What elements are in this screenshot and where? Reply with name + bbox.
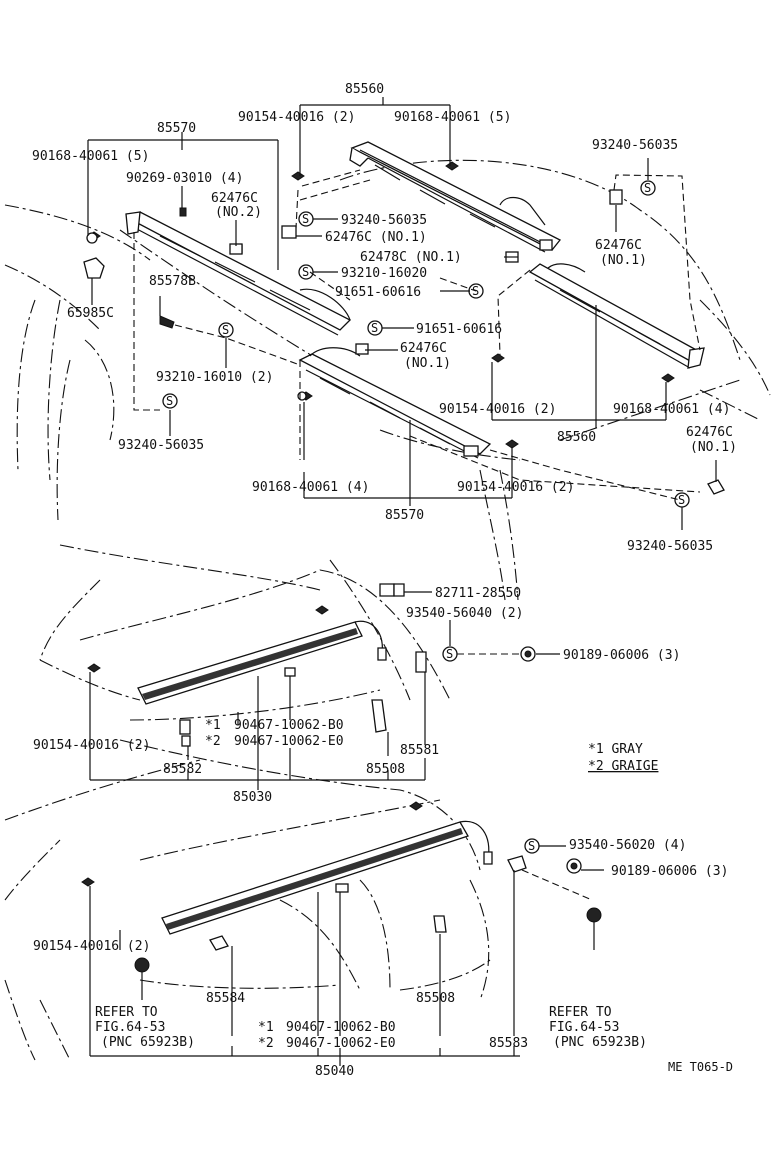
svg-text:S: S <box>644 181 651 195</box>
label-91651-a: 91651-60616 <box>335 285 421 300</box>
label-62476c-no2-sub: (NO.2) <box>215 205 262 220</box>
label-85560-top: 85560 <box>345 82 384 97</box>
svg-text:S: S <box>472 284 479 298</box>
label-62476c-no2: 62476C <box>211 191 258 206</box>
svg-text:S: S <box>371 321 378 335</box>
label-62476c-far-right: 62476C <box>686 425 733 440</box>
part-labels: 85560 90154-40016 (2) 90168-40061 (5) 85… <box>32 82 737 1079</box>
label-91651-b: 91651-60616 <box>416 322 502 337</box>
label-90168-mid-right: 90168-40061 (4) <box>613 402 730 417</box>
label-62476c-no1-right: 62476C <box>595 238 642 253</box>
label-mark2b: *2 <box>258 1036 274 1051</box>
label-62476c-no1-mid: 62476C (NO.1) <box>325 230 427 245</box>
label-mark1: *1 <box>205 718 221 733</box>
label-90467-e0-1: 90467-10062-E0 <box>234 734 344 749</box>
label-90168-low: 90168-40061 (4) <box>252 480 369 495</box>
label-93240-left-low: 93240-56035 <box>118 438 204 453</box>
label-93540-56040: 93540-56040 (2) <box>406 606 523 621</box>
svg-text:S: S <box>166 394 173 408</box>
label-refer-left-3: (PNC 65923B) <box>101 1035 195 1050</box>
leader-lines-top <box>87 97 717 530</box>
label-90467-b0-2: 90467-10062-B0 <box>286 1020 396 1035</box>
label-85030: 85030 <box>233 790 272 805</box>
label-65985c: 65985C <box>67 306 114 321</box>
trim-strip-85030 <box>87 583 536 747</box>
roof-rail-85570-upper <box>125 211 352 336</box>
label-85570-top: 85570 <box>157 121 196 136</box>
clips-top <box>83 161 725 495</box>
label-90189-a: 90189-06006 (3) <box>563 648 680 663</box>
label-mark2: *2 <box>205 734 221 749</box>
label-62476c-no1-low-sub: (NO.1) <box>404 356 451 371</box>
label-93240-mid: 93240-56035 <box>341 213 427 228</box>
trim-strip-85040 <box>81 801 602 1000</box>
label-90189-b: 90189-06006 (3) <box>611 864 728 879</box>
roof-rail-85570-lower <box>298 347 492 459</box>
leader-lines-bottom <box>89 591 604 1066</box>
label-85581: 85581 <box>400 743 439 758</box>
label-90467-e0-2: 90467-10062-E0 <box>286 1036 396 1051</box>
label-90154-low: 90154-40016 (2) <box>457 480 574 495</box>
svg-text:S: S <box>222 323 229 337</box>
label-refer-left-2: FIG.64-53 <box>95 1020 165 1035</box>
label-85560-mid: 85560 <box>557 430 596 445</box>
dashed-leaders-top <box>133 169 701 501</box>
sealant-letters: S S S S S S S S S S <box>166 181 685 853</box>
legend-gray: *1 GRAY <box>588 742 643 757</box>
label-62476c-far-right-sub: (NO.1) <box>690 440 737 455</box>
label-85040: 85040 <box>315 1064 354 1079</box>
label-85584: 85584 <box>206 991 245 1006</box>
label-85582: 85582 <box>163 762 202 777</box>
label-82711: 82711-28550 <box>435 586 521 601</box>
label-90269: 90269-03010 (4) <box>126 171 243 186</box>
label-refer-left-1: REFER TO <box>95 1005 158 1020</box>
label-85583: 85583 <box>489 1036 528 1051</box>
label-93240-right-top: 93240-56035 <box>592 138 678 153</box>
svg-text:S: S <box>678 493 685 507</box>
svg-text:S: S <box>528 839 535 853</box>
label-93210-16010: 93210-16010 (2) <box>156 370 273 385</box>
label-90154-mid: 90154-40016 (2) <box>439 402 556 417</box>
label-refer-right-1: REFER TO <box>549 1005 612 1020</box>
label-62476c-no1-low: 62476C <box>400 341 447 356</box>
legend-graige: *2 GRAIGE <box>588 759 658 774</box>
roof-rail-85560-lower <box>528 263 705 369</box>
label-93540-56020: 93540-56020 (4) <box>569 838 686 853</box>
label-85570-low: 85570 <box>385 508 424 523</box>
roof-rail-85560-upper <box>349 141 562 253</box>
label-85508-a: 85508 <box>366 762 405 777</box>
label-62476c-no1-right-sub: (NO.1) <box>600 253 647 268</box>
svg-text:S: S <box>302 212 309 226</box>
svg-text:S: S <box>302 265 309 279</box>
sealant-symbols-top <box>162 180 690 508</box>
label-85508-b: 85508 <box>416 991 455 1006</box>
diagram-code: ME T065-D <box>668 1060 733 1074</box>
svg-text:S: S <box>446 647 453 661</box>
label-mark1b: *1 <box>258 1020 274 1035</box>
label-62478c: 62478C (NO.1) <box>360 250 462 265</box>
label-90154-top: 90154-40016 (2) <box>238 110 355 125</box>
label-90168-top: 90168-40061 (5) <box>394 110 511 125</box>
label-refer-right-3: (PNC 65923B) <box>553 1035 647 1050</box>
label-93210-16020: 93210-16020 <box>341 266 427 281</box>
label-85578b: 85578B <box>149 274 196 289</box>
label-refer-right-2: FIG.64-53 <box>549 1020 619 1035</box>
label-93240-bottom-right: 93240-56035 <box>627 539 713 554</box>
label-90168-left: 90168-40061 (5) <box>32 149 149 164</box>
label-90154-b2: 90154-40016 (2) <box>33 939 150 954</box>
label-90467-b0-1: 90467-10062-B0 <box>234 718 344 733</box>
label-90154-b1: 90154-40016 (2) <box>33 738 150 753</box>
